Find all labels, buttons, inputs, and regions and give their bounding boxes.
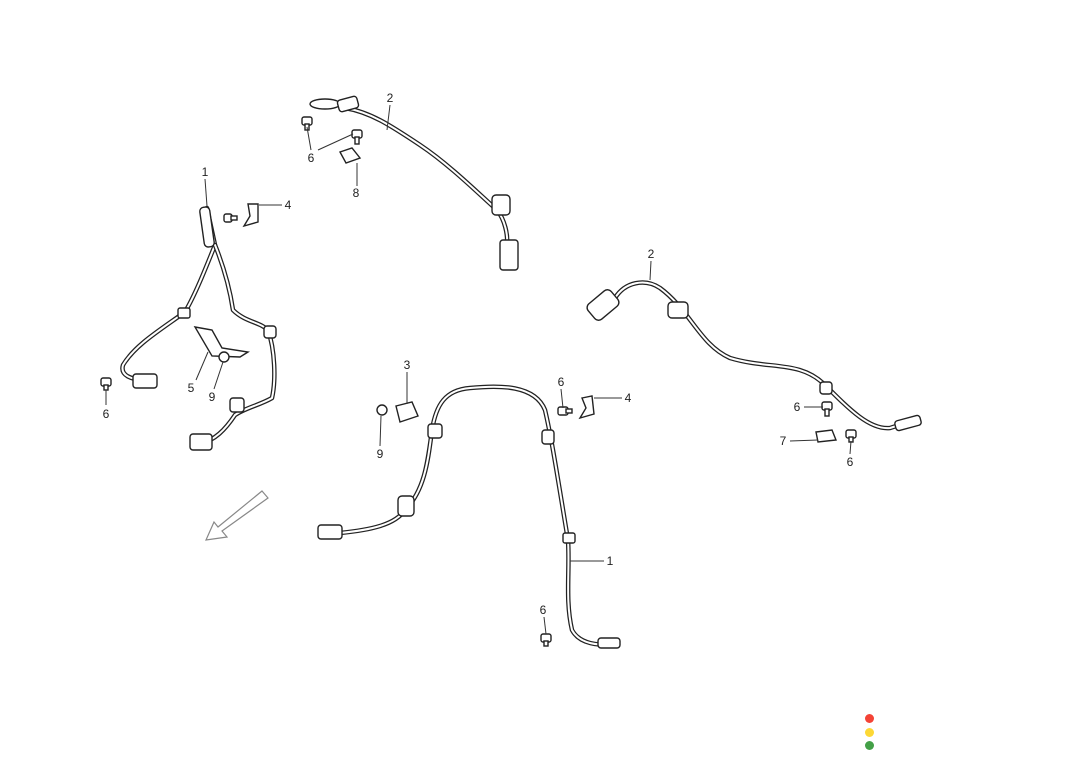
bolt-part [100, 377, 112, 391]
callout-label: 8 [353, 186, 360, 200]
bolt-part [821, 401, 833, 417]
bolt-part [351, 129, 363, 145]
bolt-part [845, 429, 857, 443]
callout-label: 5 [188, 381, 195, 395]
leader-lines [105, 104, 852, 635]
bracket-part [395, 401, 419, 423]
sensor-wire-right[interactable] [585, 280, 922, 432]
callout-label: 9 [209, 390, 216, 404]
callout-label: 2 [387, 91, 394, 105]
callout-label: 4 [625, 391, 632, 405]
callout-label: 6 [847, 455, 854, 469]
bolt-part [540, 633, 552, 647]
sensor-wire-left[interactable] [120, 205, 277, 451]
callout-label: 3 [404, 358, 411, 372]
callout-label: 6 [540, 603, 547, 617]
clip-part [242, 203, 259, 228]
callout-label: 2 [648, 247, 655, 261]
bracket-part [193, 326, 250, 358]
nut-part [376, 404, 388, 416]
callout-label: 6 [103, 407, 110, 421]
bolt-part [223, 213, 238, 223]
callout-label: 6 [794, 400, 801, 414]
status-light-red [865, 714, 874, 723]
front-direction-arrow-icon [205, 490, 269, 541]
callout-label: 9 [377, 447, 384, 461]
clip-part [578, 395, 595, 420]
sensor-wire-center[interactable] [317, 384, 621, 649]
callout-label: 6 [308, 151, 315, 165]
callout-label: 1 [607, 554, 614, 568]
bolt-part [557, 406, 573, 416]
clip-part [338, 147, 362, 164]
status-light-green [865, 741, 874, 750]
nut-part [218, 351, 230, 363]
callout-label: 1 [202, 165, 209, 179]
callout-label: 6 [558, 375, 565, 389]
status-light-yellow [865, 728, 874, 737]
clip-part [815, 429, 837, 443]
sensor-wire-front-top[interactable] [309, 95, 519, 271]
callout-label: 4 [285, 198, 292, 212]
callout-label: 7 [780, 434, 787, 448]
